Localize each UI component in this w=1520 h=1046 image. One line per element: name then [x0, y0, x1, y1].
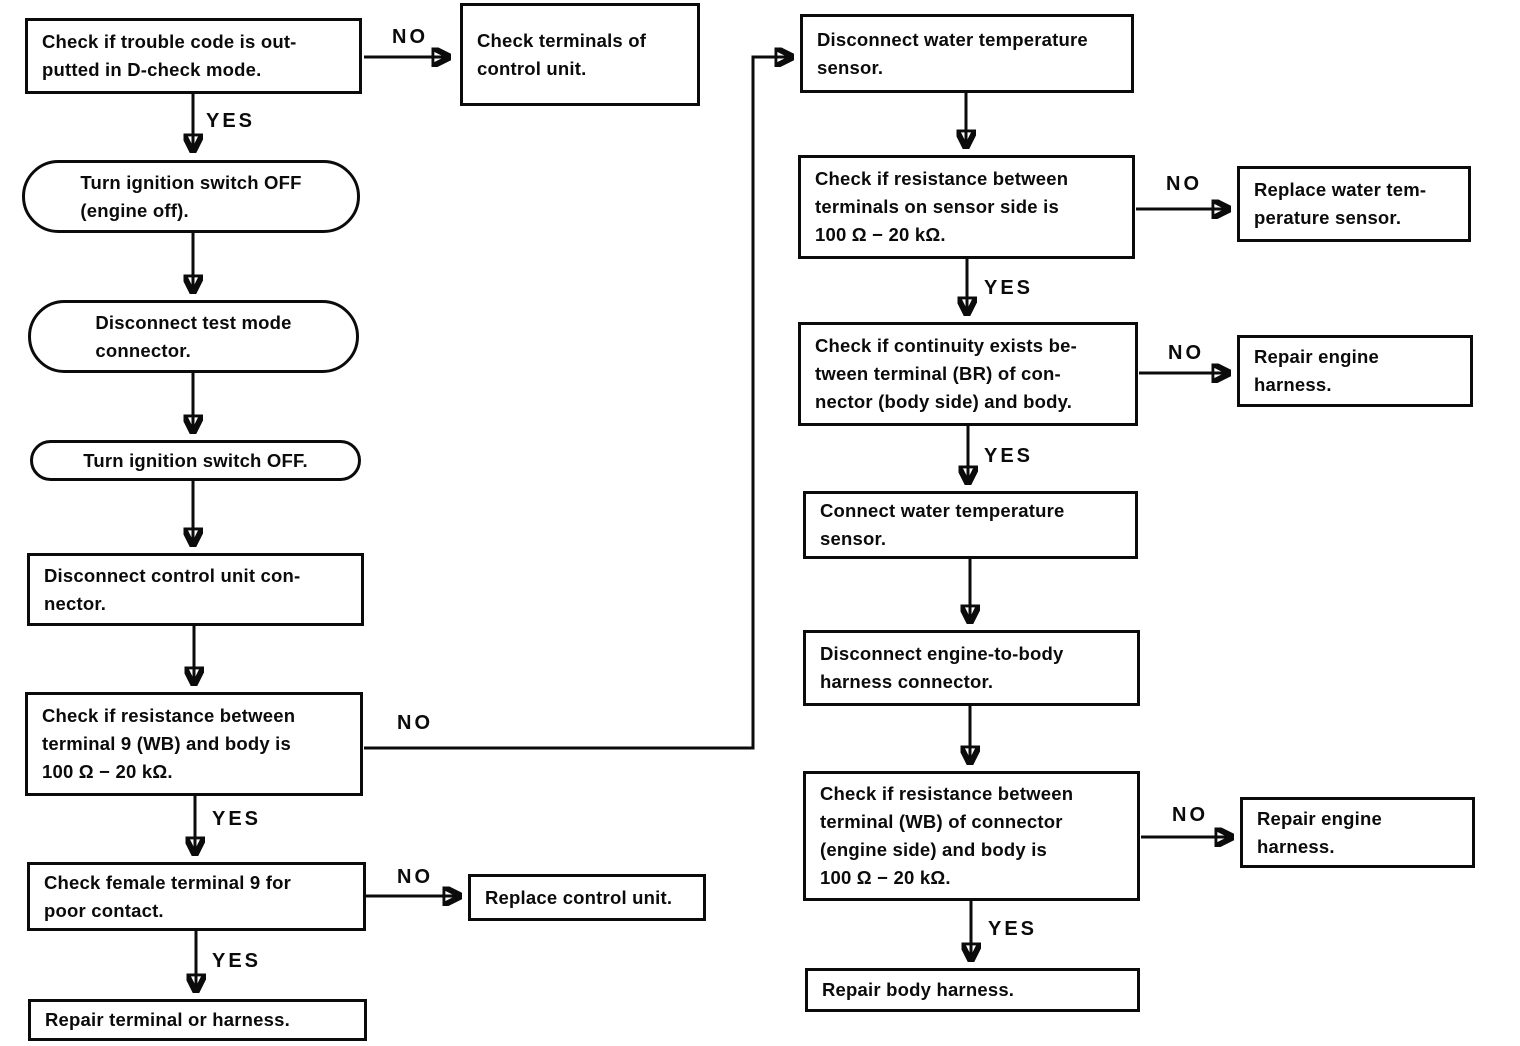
node-check-resistance-sensor-side: Check if resistance between terminals on… — [798, 155, 1135, 259]
node-disconnect-test-mode-connector: Disconnect test mode connector. — [28, 300, 359, 373]
node-replace-control-unit: Replace control unit. — [468, 874, 706, 921]
node-check-female-terminal-9: Check female terminal 9 for poor contact… — [27, 862, 366, 931]
node-check-resistance-terminal-9: Check if resistance between terminal 9 (… — [25, 692, 363, 796]
node-repair-engine-harness-2: Repair engine harness. — [1240, 797, 1475, 868]
edge-label-yes-4: YES — [984, 277, 1034, 299]
edge-label-no-2: NO — [397, 712, 433, 734]
edge-label-no-1: NO — [392, 26, 428, 48]
node-disconnect-engine-to-body: Disconnect engine-to-body harness connec… — [803, 630, 1140, 706]
node-repair-body-harness: Repair body harness. — [805, 968, 1140, 1012]
edge-label-no-4: NO — [1166, 173, 1202, 195]
node-repair-engine-harness-1: Repair engine harness. — [1237, 335, 1473, 407]
node-disconnect-water-temp-sensor: Disconnect water temperature sensor. — [800, 14, 1134, 93]
edge-resistance9-no-long — [364, 57, 791, 750]
node-check-trouble-code: Check if trouble code is out- putted in … — [25, 18, 362, 94]
node-replace-water-temp-sensor: Replace water tem- perature sensor. — [1237, 166, 1471, 242]
edge-label-yes-1: YES — [206, 110, 256, 132]
node-connect-water-temp-sensor: Connect water temperature sensor. — [803, 491, 1138, 559]
node-turn-ignition-off-engine-off: Turn ignition switch OFF (engine off). — [22, 160, 360, 233]
node-disconnect-control-unit-connector: Disconnect control unit con- nector. — [27, 553, 364, 626]
node-turn-ignition-off: Turn ignition switch OFF. — [30, 440, 361, 481]
node-check-continuity-br: Check if continuity exists be- tween ter… — [798, 322, 1138, 426]
edge-label-no-6: NO — [1172, 804, 1208, 826]
node-repair-terminal-or-harness: Repair terminal or harness. — [28, 999, 367, 1041]
edge-label-yes-6: YES — [988, 918, 1038, 940]
edge-label-no-5: NO — [1168, 342, 1204, 364]
node-check-resistance-wb-engine-side: Check if resistance between terminal (WB… — [803, 771, 1140, 901]
edge-label-yes-3: YES — [212, 950, 262, 972]
edge-label-yes-5: YES — [984, 445, 1034, 467]
edge-label-yes-2: YES — [212, 808, 262, 830]
edge-label-no-3: NO — [397, 866, 433, 888]
node-check-terminals-control-unit: Check terminals of control unit. — [460, 3, 700, 106]
